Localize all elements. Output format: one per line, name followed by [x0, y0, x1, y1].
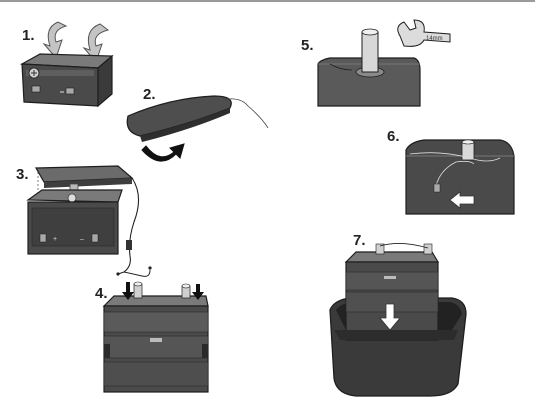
- curved-arrow-icon: [82, 23, 110, 63]
- step-2-number: 2.: [143, 86, 156, 103]
- step-6-number: 6.: [387, 128, 400, 145]
- step-7-illustration: [329, 243, 467, 397]
- step-5-number: 5.: [301, 37, 314, 54]
- step-3-illustration: + –: [26, 165, 152, 277]
- step-7-number: 7.: [353, 232, 366, 249]
- top-rule: [0, 0, 535, 2]
- step-2-illustration: [126, 95, 269, 162]
- step-3-number: 3.: [16, 166, 29, 183]
- down-arrow-icon: [122, 282, 134, 300]
- step-4-illustration: [102, 281, 209, 393]
- curved-arrow-icon: [42, 21, 68, 59]
- step-1-illustration: [19, 21, 114, 108]
- wrench-icon: [397, 19, 451, 47]
- step-6-illustration: [405, 139, 515, 215]
- step-5-illustration: 14mm: [317, 19, 451, 107]
- step-1-number: 1.: [22, 27, 35, 44]
- svg-text:–: –: [80, 236, 84, 243]
- rotate-arrow-icon: [141, 143, 185, 162]
- wrench-size-label: 14mm: [426, 36, 443, 42]
- down-arrow-icon: [192, 284, 204, 300]
- svg-text:+: +: [53, 236, 57, 243]
- down-arrow-icon: [379, 303, 401, 331]
- left-arrow-icon: [449, 191, 475, 209]
- step-4-number: 4.: [95, 285, 108, 302]
